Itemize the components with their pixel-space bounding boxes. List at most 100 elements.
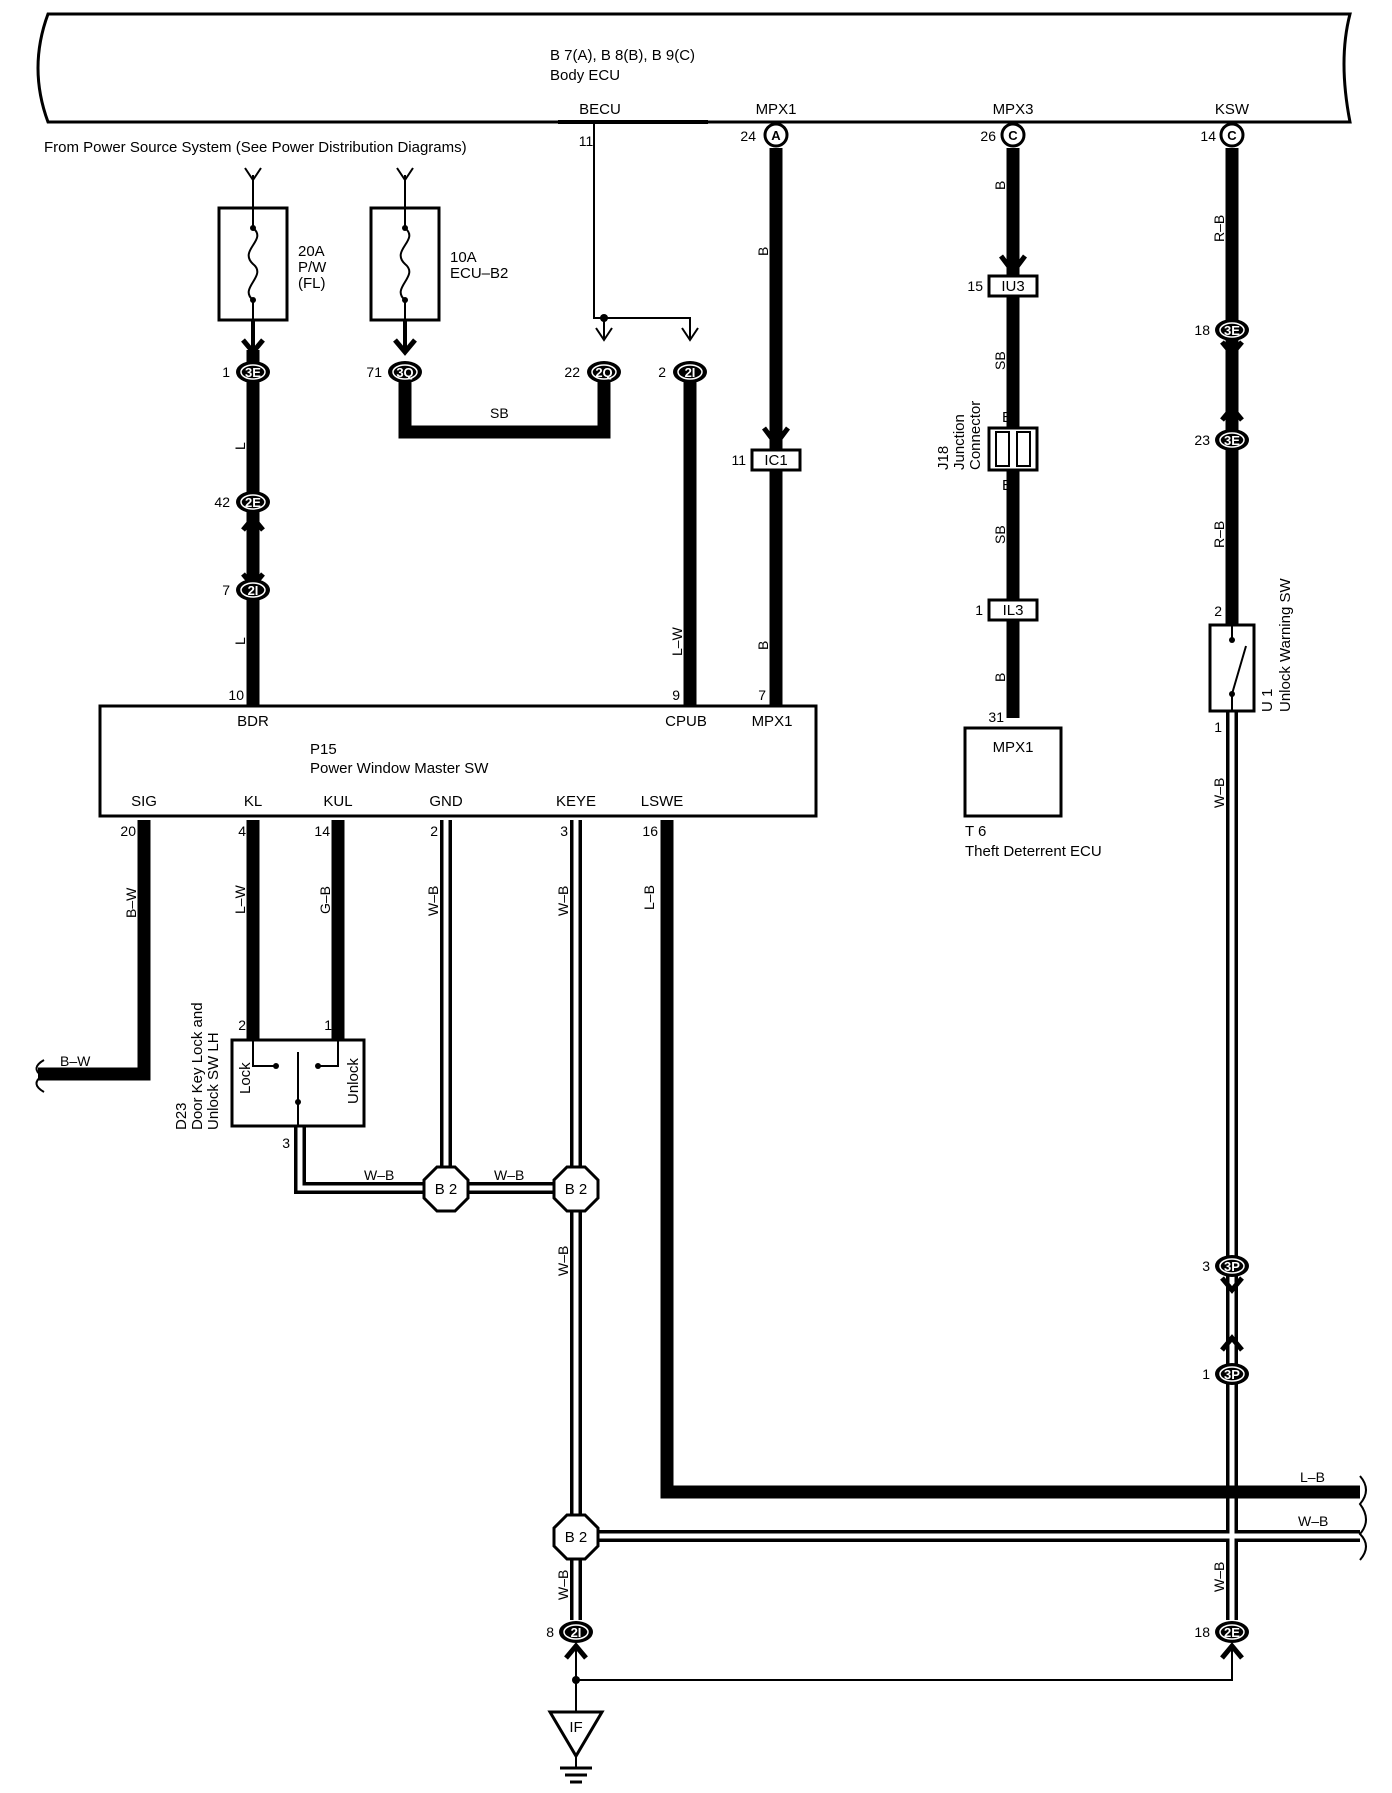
connector-2q-22-pin: 22 [564,364,580,380]
connector-2e-18-pin: 18 [1194,1624,1210,1640]
power-arrows [244,167,699,342]
master-sw-pin-sig: 20 [120,823,136,839]
junction-connector-j18 [987,426,1039,472]
wire-label-b-mpx1-upper: B [755,247,771,256]
splice-b2-3: B 2 [552,1513,600,1561]
master-sw-pin-kul: 14 [314,823,330,839]
unlock-sw-pin-bottom: 1 [1214,719,1222,735]
arrow-power-2 [396,167,414,182]
door-key-sw [230,1038,366,1128]
arrow-3p-3 [1220,1276,1244,1294]
connector-3e-1: 3E [236,361,270,383]
master-sw-pin-lswe: 16 [642,823,658,839]
connector-3p-3-pin: 3 [1202,1258,1210,1274]
wire-label-w-b-right: W–B [1298,1513,1328,1529]
connector-2i-2-pin: 2 [658,364,666,380]
unlock-sw-pin-top: 2 [1214,603,1222,619]
splice-b2-1: B 2 [422,1165,470,1213]
master-sw-term-lswe: LSWE [641,793,684,810]
body-ecu-box [36,12,1352,124]
mpx1-terminal: MPX1 [756,101,797,118]
wire-label-l-w-kl: L–W [232,884,248,914]
door-key-sw-pin-kul: 1 [324,1017,332,1033]
arrow-2e-18 [1220,1642,1244,1660]
ksw-terminal: KSW [1215,101,1250,118]
door-key-sw-pin-common: 3 [282,1135,290,1151]
connector-2i-7-pin: 7 [222,582,230,598]
fuse-20a-name: P/W [298,259,327,276]
ring-mpx1 [763,122,789,148]
wire-label-b-w-sig: B–W [123,887,139,918]
connector-2i-8: 2I [559,1621,593,1643]
wire-label-l-b-right: L–B [1300,1469,1325,1485]
wire-label-b-mpx3: B [992,181,1008,190]
wire-label-l-bdr-lower: L [232,637,248,645]
svg-text:3E: 3E [245,365,261,380]
wire-label-w-b-keye: W–B [555,886,571,916]
svg-text:2E: 2E [245,495,261,510]
connector-3e-1-pin: 1 [222,364,230,380]
junction-top-label: E [1002,409,1012,426]
arrow-3p-1 [1220,1334,1244,1352]
ring-ksw [1219,122,1245,148]
svg-text:2I: 2I [571,1625,582,1640]
unlock-warning-sw [1208,623,1256,713]
connector-il3 [987,598,1039,622]
connector-2i-7: 2I [236,579,270,601]
connector-ic1-pin: 11 [731,452,746,468]
junction-name-line2: Connector [967,401,984,470]
fuse-10a [369,206,441,350]
junction-name-line1: Junction [951,414,968,470]
thick-wires [38,148,1360,1499]
ground-symbol [547,1710,605,1784]
svg-text:2I: 2I [248,583,259,598]
connector-iu3-id: IU3 [1001,278,1024,295]
wire-label-b-w-left: B–W [60,1053,91,1069]
ground-label: IF [569,1719,582,1736]
wire-crossing-patch [1224,1486,1240,1498]
mpx1-pin: 24 [740,128,756,144]
break-mark-right [1358,1475,1367,1561]
svg-text:B 2: B 2 [565,1529,588,1546]
master-sw-pin-gnd: 2 [430,823,438,839]
power-source-note: From Power Source System (See Power Dist… [44,139,467,156]
becu-junction-dot [600,314,608,322]
wire-label-l-w-cpub: L–W [669,626,685,656]
ecu-pin-rings: A C C [763,122,1245,148]
wire-label-r-b-upper: R–B [1211,215,1227,242]
junction-bottom-label: E [1002,477,1012,494]
door-key-sw-unlock: Unlock [345,1058,362,1104]
becu-pin: 11 [579,133,594,149]
door-key-sw-pin-kl: 2 [238,1017,246,1033]
wire-ground-bus [575,1644,1233,1681]
double-wires [294,712,1360,1620]
fuse-20a [217,206,289,350]
svg-text:3Q: 3Q [396,365,413,380]
connector-3p-1: 3P [1215,1363,1249,1385]
theft-ecu-code: T 6 [965,823,986,840]
connector-3e-23: 3E [1215,429,1249,451]
master-sw-pin-keye: 3 [560,823,568,839]
svg-text:3E: 3E [1224,433,1240,448]
master-sw-term-gnd: GND [429,793,463,810]
arrow-2i [681,327,699,342]
master-sw-pin-bdr: 10 [228,687,244,703]
connector-il3-pin: 1 [975,602,983,618]
theft-ecu-box [963,726,1063,818]
wire-label-w-b-gnd: W–B [425,886,441,916]
door-key-sw-name-line2: Unlock SW LH [205,1032,222,1130]
fuse-10a-rating: 10A [450,249,477,266]
arrow-power-1 [244,167,262,182]
master-sw-term-bdr: BDR [237,713,269,730]
master-sw-box [98,704,818,818]
master-sw-term-kul: KUL [323,793,352,810]
connector-ic1 [750,448,802,472]
svg-text:B 2: B 2 [435,1181,458,1198]
master-sw-pin-cpub: 9 [672,687,680,703]
arrow-3e-1 [241,338,265,356]
svg-text:2I: 2I [685,365,696,380]
body-ecu-name: Body ECU [550,67,620,84]
ksw-pin: 14 [1200,128,1216,144]
